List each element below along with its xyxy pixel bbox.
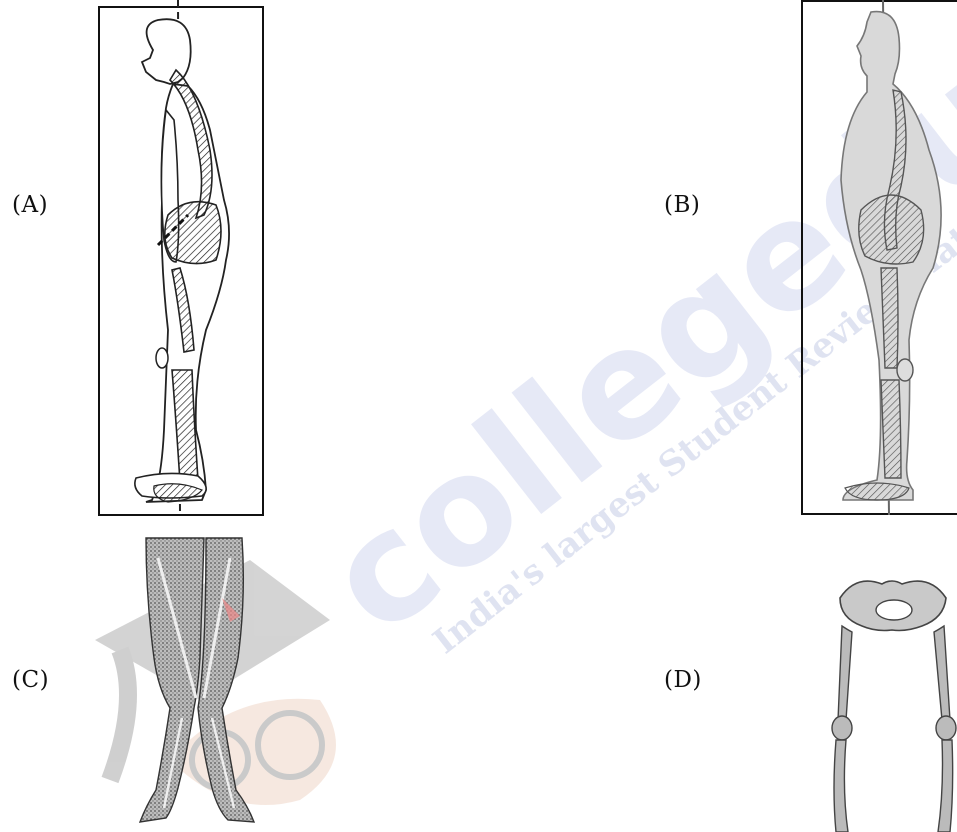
figure-label-a: (A) xyxy=(12,192,48,218)
figure-c-legs-drawing xyxy=(118,538,268,832)
figure-d-skeleton-drawing xyxy=(826,570,957,832)
figure-b-posture-drawing xyxy=(801,0,957,520)
figure-label-d: (D) xyxy=(664,667,702,693)
figure-a-posture-drawing xyxy=(98,0,268,520)
figure-label-b: (B) xyxy=(664,192,700,218)
figure-label-c: (C) xyxy=(12,667,49,693)
